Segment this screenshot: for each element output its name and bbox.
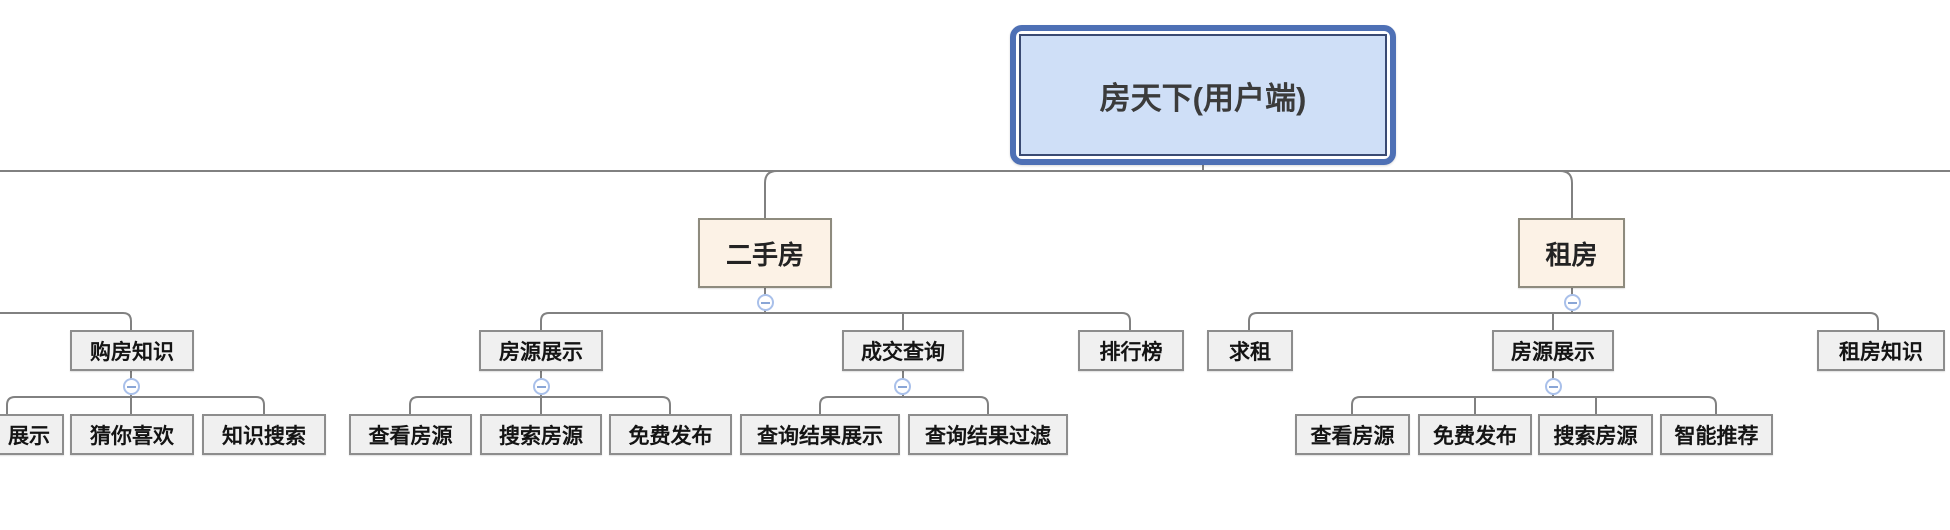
node-query-result-display[interactable]: 查询结果展示 bbox=[740, 414, 900, 455]
collapse-icon-listing-display-rental[interactable] bbox=[1545, 378, 1562, 395]
node-second-hand-house[interactable]: 二手房 bbox=[698, 218, 832, 288]
node-guess-you-like[interactable]: 猜你喜欢 bbox=[70, 414, 194, 455]
node-search-listings-secondhand[interactable]: 搜索房源 bbox=[480, 414, 602, 455]
collapse-icon-listing-display-secondhand[interactable] bbox=[533, 378, 550, 395]
minus-icon bbox=[537, 385, 546, 388]
node-rent-seeking[interactable]: 求租 bbox=[1207, 330, 1293, 371]
minus-icon bbox=[127, 385, 136, 388]
node-search-listings-rental[interactable]: 搜索房源 bbox=[1538, 414, 1653, 455]
node-rental[interactable]: 租房 bbox=[1518, 218, 1625, 288]
minus-icon bbox=[1549, 385, 1558, 388]
node-rental-knowledge[interactable]: 租房知识 bbox=[1817, 330, 1945, 371]
node-root-label: 房天下(用户端) bbox=[1019, 34, 1387, 156]
collapse-icon-transaction-query[interactable] bbox=[894, 378, 911, 395]
minus-icon bbox=[761, 301, 770, 304]
node-listing-display-rental[interactable]: 房源展示 bbox=[1492, 330, 1614, 371]
node-view-listings-rental[interactable]: 查看房源 bbox=[1295, 414, 1410, 455]
node-free-posting-rental[interactable]: 免费发布 bbox=[1418, 414, 1532, 455]
minus-icon bbox=[1568, 301, 1577, 304]
node-transaction-query[interactable]: 成交查询 bbox=[842, 330, 964, 371]
node-view-listings-secondhand[interactable]: 查看房源 bbox=[349, 414, 472, 455]
node-ranking-list[interactable]: 排行榜 bbox=[1078, 330, 1184, 371]
node-home-buying-knowledge[interactable]: 购房知识 bbox=[70, 330, 194, 371]
node-listing-display-secondhand[interactable]: 房源展示 bbox=[479, 330, 603, 371]
collapse-icon-rental[interactable] bbox=[1564, 294, 1581, 311]
minus-icon bbox=[898, 385, 907, 388]
node-free-posting-secondhand[interactable]: 免费发布 bbox=[609, 414, 732, 455]
node-knowledge-search[interactable]: 知识搜索 bbox=[202, 414, 326, 455]
node-smart-recommendation[interactable]: 智能推荐 bbox=[1660, 414, 1773, 455]
node-display-clipped[interactable]: 展示 bbox=[0, 414, 64, 455]
node-query-result-filter[interactable]: 查询结果过滤 bbox=[908, 414, 1068, 455]
collapse-icon-home-buying-knowledge[interactable] bbox=[123, 378, 140, 395]
collapse-icon-second-hand-house[interactable] bbox=[757, 294, 774, 311]
node-root[interactable]: 房天下(用户端) bbox=[1010, 25, 1396, 165]
